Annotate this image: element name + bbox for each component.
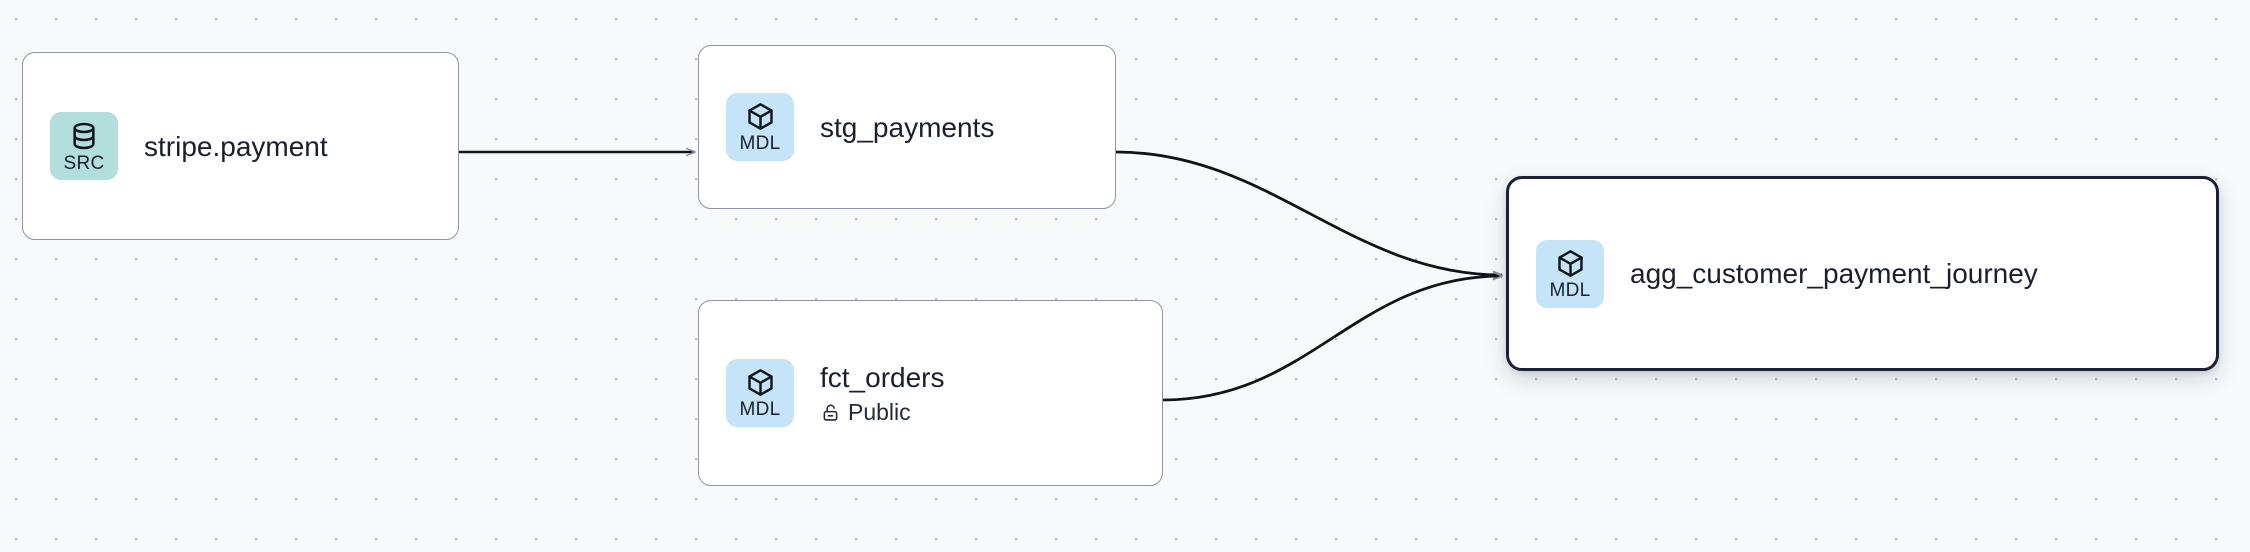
node-badge-mdl: MDL	[726, 93, 794, 161]
node-badge-label: SRC	[63, 152, 105, 174]
node-title: agg_customer_payment_journey	[1630, 258, 2038, 289]
node-body: agg_customer_payment_journey	[1630, 257, 2038, 290]
node-visibility-label: Public	[848, 398, 911, 425]
node-badge-label: MDL	[739, 399, 781, 420]
node-stripe-payment[interactable]: SRC stripe.payment	[22, 52, 459, 240]
node-stg-payments[interactable]: MDL stg_payments	[698, 45, 1116, 209]
cube-icon	[1557, 249, 1583, 277]
cube-icon	[747, 369, 773, 396]
node-agg-customer-payment-journey[interactable]: MDL agg_customer_payment_journey	[1506, 176, 2219, 371]
node-badge-mdl: MDL	[726, 359, 794, 427]
node-visibility: Public	[820, 399, 945, 426]
node-badge-label: MDL	[739, 133, 781, 154]
node-fct-orders[interactable]: MDL fct_orders Public	[698, 300, 1163, 486]
node-body: fct_orders Public	[820, 361, 945, 426]
edge-fct-orders-to-agg	[1162, 271, 1503, 402]
node-body: stg_payments	[820, 111, 994, 144]
node-badge-src: SRC	[50, 112, 118, 180]
edge-stg-payments-to-agg	[1115, 150, 1503, 280]
cube-icon	[747, 103, 773, 130]
node-badge-mdl: MDL	[1536, 239, 1604, 308]
node-title: stripe.payment	[144, 130, 328, 162]
node-body: stripe.payment	[144, 130, 328, 163]
node-title: stg_payments	[820, 111, 995, 143]
node-badge-label: MDL	[1549, 279, 1591, 301]
database-icon	[73, 122, 95, 149]
unlock-icon	[823, 404, 838, 421]
node-title: fct_orders	[820, 361, 945, 393]
